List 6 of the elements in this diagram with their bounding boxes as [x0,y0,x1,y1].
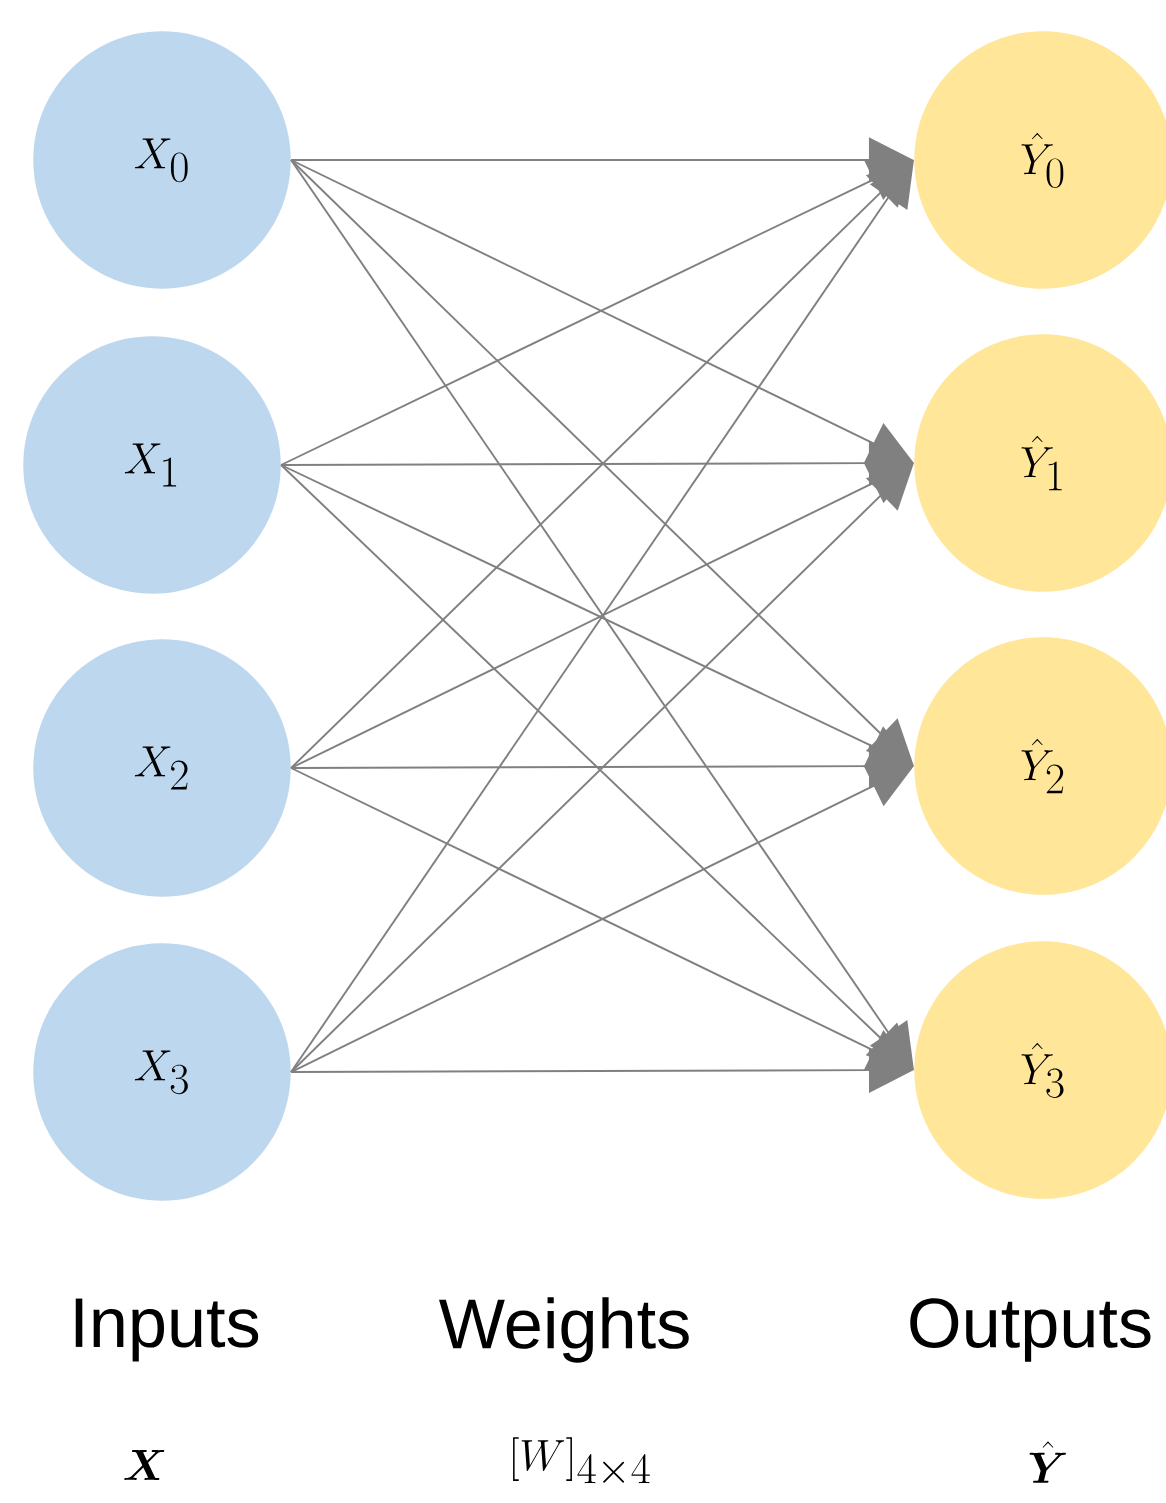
column-heading: Inputs [75,1298,259,1362]
math-symbol: $\boldsymbol{X}$ [124,1450,165,1480]
column-heading: Weights [439,1297,689,1363]
math-symbol: $\hat{\boldsymbol{Y}}$ [1029,1441,1066,1483]
column-heading: Outputs [910,1298,1151,1362]
math-symbol: $[W]_{4\times 4}$ [513,1437,650,1484]
